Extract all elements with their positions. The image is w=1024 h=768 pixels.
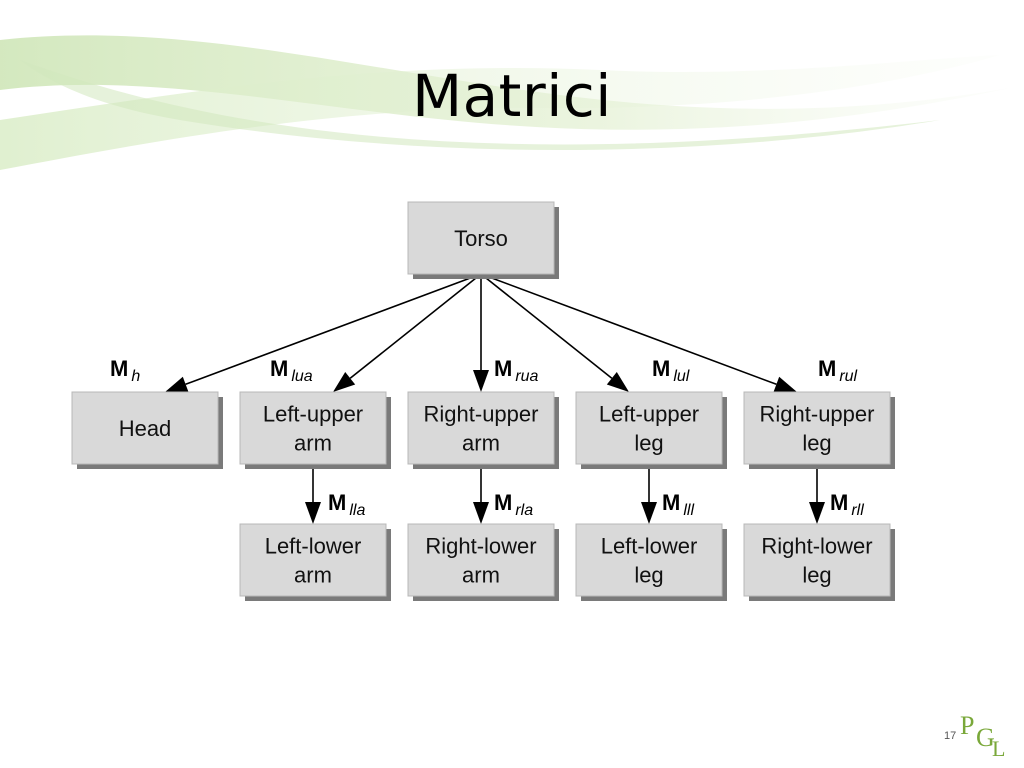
node-lul-label: Left-upper <box>599 402 699 427</box>
edge-torso-lua <box>333 273 482 392</box>
node-torso: Torso <box>407 201 559 279</box>
node-lll: Left-lower leg <box>575 523 727 601</box>
arrowhead <box>165 376 189 392</box>
arrowhead <box>606 372 629 392</box>
node-head-label: Head <box>119 416 172 441</box>
arrowhead <box>473 370 489 392</box>
node-lua-label: Left-upper <box>263 402 363 427</box>
node-rul-label: leg <box>802 431 831 456</box>
svg-text:P: P <box>960 711 974 740</box>
edge-torso-rul <box>480 273 797 392</box>
arrowhead <box>641 502 657 524</box>
node-rua-label: Right-upper <box>424 402 539 427</box>
node-lla-label: Left-lower <box>265 534 362 559</box>
node-lul-label: leg <box>634 431 663 456</box>
node-lll-label: Left-lower <box>601 534 698 559</box>
edge-rua-rla <box>473 464 489 524</box>
pgl-logo: P G L <box>960 711 1005 758</box>
node-lll-label: leg <box>634 563 663 588</box>
node-rla-label: arm <box>462 563 500 588</box>
node-head: Head <box>71 391 223 469</box>
edge-torso-lul <box>480 273 629 392</box>
page-number: 17 <box>944 730 957 742</box>
node-lua-label: arm <box>294 431 332 456</box>
node-lla: Left-lower arm <box>239 523 391 601</box>
edge-lua-lla <box>305 464 321 524</box>
node-rul: Right-upper leg <box>743 391 895 469</box>
hierarchy-diagram: TorsoHeadLeft-upperarmRight-upperarmLeft… <box>71 201 895 601</box>
svg-text:G: G <box>976 723 995 752</box>
node-lua: Left-upper arm <box>239 391 391 469</box>
node-rua: Right-upper arm <box>407 391 559 469</box>
arrowhead <box>305 502 321 524</box>
node-rll-label: Right-lower <box>761 534 872 559</box>
node-rla-label: Right-lower <box>425 534 536 559</box>
node-rll: Right-lower leg <box>743 523 895 601</box>
edge-torso-head <box>165 273 482 392</box>
svg-text:L: L <box>992 736 1005 758</box>
edge-torso-rua <box>473 274 489 392</box>
green-swoosh-decoration <box>0 35 1010 170</box>
arrowhead <box>773 376 797 392</box>
arrowhead <box>333 372 356 392</box>
node-rll-label: leg <box>802 563 831 588</box>
edge-lul-lll <box>641 464 657 524</box>
slide-title: Matrici <box>412 62 612 130</box>
node-lul: Left-upper leg <box>575 391 727 469</box>
node-torso-label: Torso <box>454 226 508 251</box>
node-rua-label: arm <box>462 431 500 456</box>
node-rla: Right-lower arm <box>407 523 559 601</box>
node-lla-label: arm <box>294 563 332 588</box>
arrowhead <box>473 502 489 524</box>
edge-rul-rll <box>809 464 825 524</box>
node-rul-label: Right-upper <box>760 402 875 427</box>
arrowhead <box>809 502 825 524</box>
